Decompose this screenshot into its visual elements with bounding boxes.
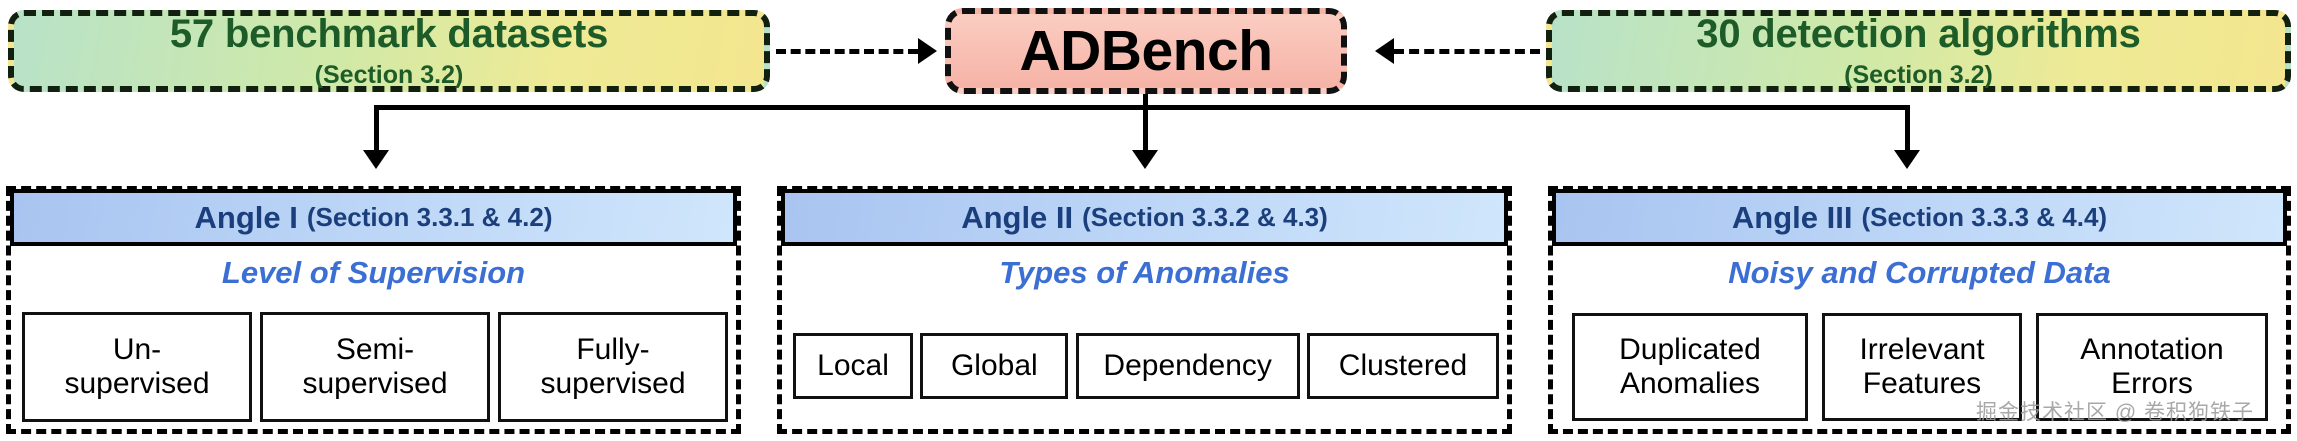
detection-algorithms-title: 30 detection algorithms — [1696, 12, 2141, 56]
panel-angle-1-header: Angle I (Section 3.3.1 & 4.2) — [10, 189, 737, 246]
leaf-unsupervised-line1: Un- — [112, 333, 162, 367]
angle-1-section: (Section 3.3.1 & 4.2) — [306, 202, 553, 232]
arrowhead-angle-3 — [1894, 150, 1920, 169]
leaf-global-label: Global — [950, 349, 1038, 383]
leaf-local-label: Local — [817, 349, 889, 383]
connector-algorithms-to-adbench — [1394, 49, 1540, 54]
connector-drop-angle-1 — [374, 105, 379, 153]
connector-adbench-stem — [1143, 94, 1148, 108]
arrowhead-angle-2 — [1132, 150, 1158, 169]
angle-1-subtitle: Level of Supervision — [221, 255, 526, 290]
leaf-duplicated-anomalies-line1: Duplicated — [1619, 333, 1761, 367]
angle-2-subtitle: Types of Anomalies — [999, 255, 1290, 290]
leaf-clustered: Clustered — [1306, 333, 1499, 399]
leaf-irrelevant-features-line1: Irrelevant — [1859, 333, 1985, 367]
leaf-fully-supervised-line2: supervised — [540, 367, 686, 400]
leaf-semi-supervised: Semi-supervised — [260, 312, 490, 422]
leaf-dependency-label: Dependency — [1103, 349, 1272, 383]
angle-2-section: (Section 3.3.2 & 4.3) — [1082, 202, 1328, 232]
leaf-dependency: Dependency — [1075, 333, 1300, 399]
arrowhead-algorithms-to-adbench — [1375, 38, 1394, 64]
panel-angle-2-header: Angle II (Section 3.3.2 & 4.3) — [781, 189, 1508, 246]
leaf-clustered-label: Clustered — [1338, 349, 1468, 383]
connector-drop-angle-3 — [1905, 105, 1910, 153]
panel-angle-3-header: Angle III (Section 3.3.3 & 4.4) — [1552, 189, 2287, 246]
angle-3-label: Angle III — [1731, 199, 1853, 235]
leaf-annotation-errors-line2: Errors — [2111, 367, 2193, 400]
angle-2-leaf-row: Local Global Dependency Clustered — [793, 333, 1499, 399]
benchmark-datasets-section: (Section 3.2) — [314, 61, 464, 89]
leaf-unsupervised: Un-supervised — [22, 312, 252, 422]
leaf-fully-supervised: Fully-supervised — [498, 312, 728, 422]
leaf-duplicated-anomalies-line2: Anomalies — [1619, 367, 1761, 400]
angle-2-label: Angle II — [961, 199, 1074, 235]
leaf-global: Global — [920, 333, 1069, 399]
connector-datasets-to-adbench — [776, 49, 918, 54]
leaf-semi-supervised-line2: supervised — [302, 367, 448, 400]
connector-drop-angle-2 — [1143, 105, 1148, 153]
detection-algorithms-section: (Section 3.2) — [1844, 61, 1993, 89]
benchmark-datasets-title: 57 benchmark datasets — [169, 12, 609, 56]
adbench-title: ADBench — [1019, 18, 1273, 83]
arrowhead-angle-1 — [363, 150, 389, 169]
leaf-irrelevant-features-line2: Features — [1862, 367, 1982, 400]
angle-1-label: Angle I — [194, 199, 298, 235]
leaf-semi-supervised-line1: Semi- — [335, 333, 415, 367]
node-benchmark-datasets: 57 benchmark datasets (Section 3.2) — [8, 10, 770, 92]
node-detection-algorithms: 30 detection algorithms (Section 3.2) — [1546, 10, 2291, 92]
node-adbench: ADBench — [945, 8, 1347, 94]
angle-3-section: (Section 3.3.3 & 4.4) — [1861, 202, 2108, 232]
leaf-unsupervised-line2: supervised — [64, 367, 210, 400]
watermark-text: 掘金技术社区 @ 卷积狗铁子 — [1976, 401, 2254, 424]
leaf-local: Local — [793, 333, 913, 399]
angle-1-leaf-row: Un-supervised Semi-supervised Fully-supe… — [22, 312, 728, 422]
leaf-annotation-errors-line1: Annotation — [2080, 333, 2224, 367]
leaf-fully-supervised-line1: Fully- — [576, 333, 650, 367]
arrowhead-datasets-to-adbench — [918, 38, 937, 64]
angle-3-subtitle: Noisy and Corrupted Data — [1728, 255, 2111, 290]
